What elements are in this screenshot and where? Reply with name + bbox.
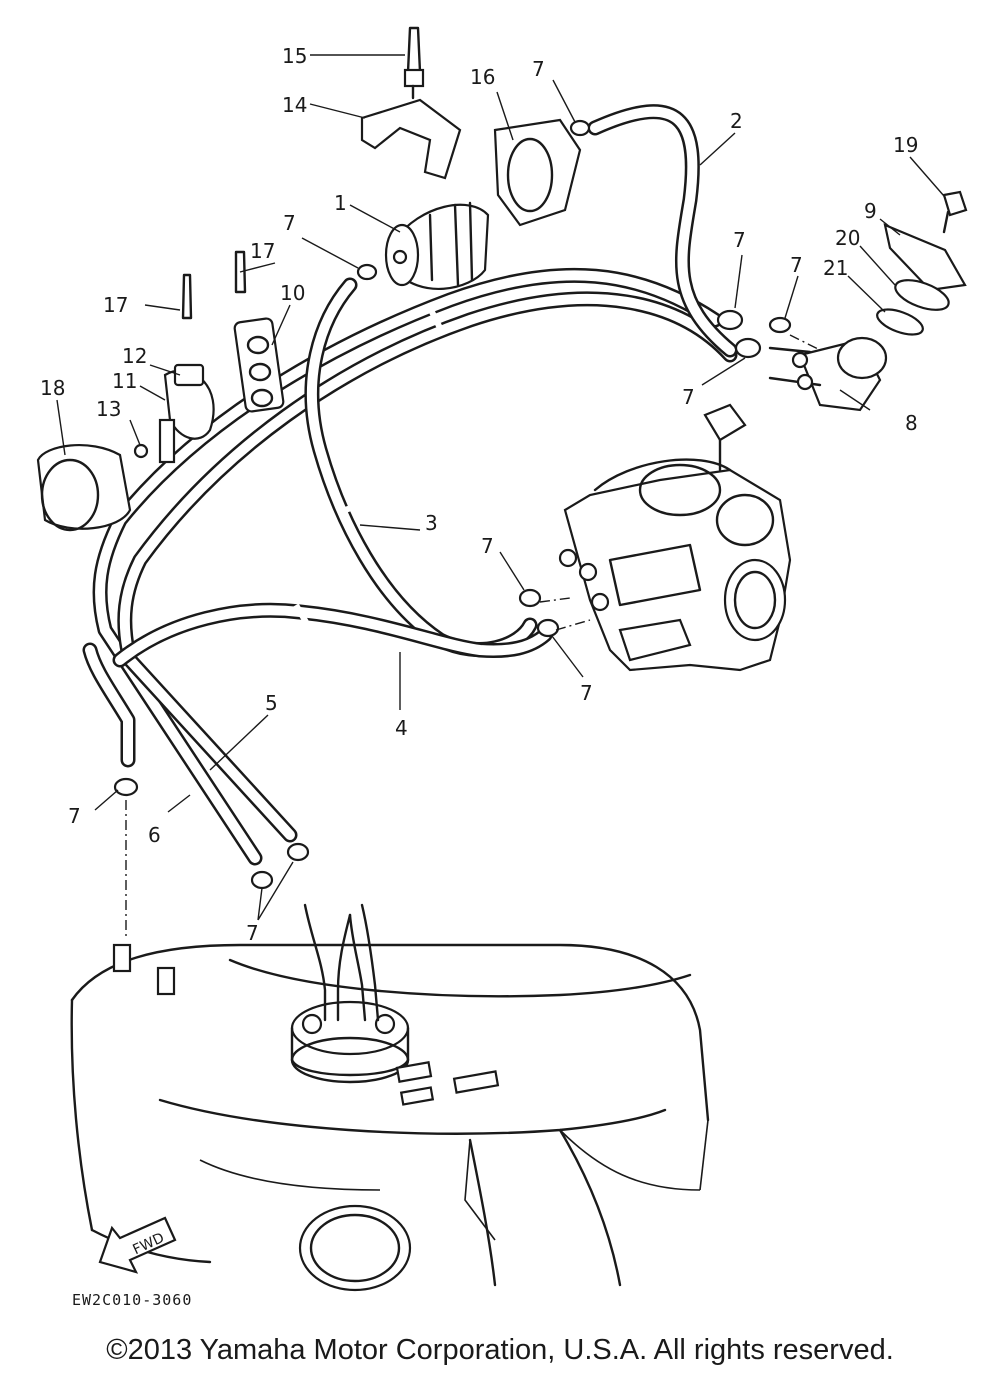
callout-20: 20 xyxy=(835,226,860,250)
filter-bracket xyxy=(360,26,462,180)
callout-12: 12 xyxy=(122,344,147,368)
callout-10: 10 xyxy=(280,281,305,305)
callout-17-a: 17 xyxy=(250,239,275,263)
callout-3: 3 xyxy=(425,511,438,535)
hose-clamps-left xyxy=(36,250,285,532)
fuel-tank xyxy=(70,903,710,1292)
wire-clips xyxy=(113,119,792,890)
callout-7-g: 7 xyxy=(580,681,593,705)
callout-13: 13 xyxy=(96,397,121,421)
forward-arrow: FWD xyxy=(98,1216,177,1274)
callout-7-a: 7 xyxy=(532,57,545,81)
callout-17-b: 17 xyxy=(103,293,128,317)
callout-16: 16 xyxy=(470,65,495,89)
callout-14: 14 xyxy=(282,93,307,117)
callout-5: 5 xyxy=(265,691,278,715)
callout-7-i: 7 xyxy=(246,921,259,945)
callout-8: 8 xyxy=(905,411,918,435)
diagram-reference-code: EW2C010-3060 xyxy=(72,1291,193,1309)
callout-7-f: 7 xyxy=(481,534,494,558)
callout-7-e: 7 xyxy=(682,385,695,409)
fuel-cock-knob-parts xyxy=(876,190,968,336)
carburetor xyxy=(558,403,792,672)
callout-4: 4 xyxy=(395,716,408,740)
assembly-guide-lines xyxy=(125,334,821,940)
copyright-notice: ©2013 Yamaha Motor Corporation, U.S.A. A… xyxy=(106,1334,894,1366)
callout-7-b: 7 xyxy=(283,211,296,235)
fuel-cock xyxy=(768,336,888,412)
callout-7-h: 7 xyxy=(68,804,81,828)
callout-7-c: 7 xyxy=(733,228,746,252)
callout-1: 1 xyxy=(334,191,347,215)
callout-21: 21 xyxy=(823,256,848,280)
callout-6: 6 xyxy=(148,823,161,847)
filter-holder xyxy=(493,118,582,227)
callout-2: 2 xyxy=(730,109,743,133)
callout-leaders xyxy=(56,54,945,921)
callout-7-d: 7 xyxy=(790,253,803,277)
fuel-filter xyxy=(384,201,490,291)
callout-19: 19 xyxy=(893,133,918,157)
callout-18: 18 xyxy=(40,376,65,400)
callout-11: 11 xyxy=(112,369,137,393)
callout-9: 9 xyxy=(864,199,877,223)
fuel-hoses xyxy=(82,104,738,866)
callout-15: 15 xyxy=(282,44,307,68)
callout-numbers: 15 14 16 7 2 1 7 17 10 17 12 11 13 18 7 … xyxy=(40,44,918,945)
